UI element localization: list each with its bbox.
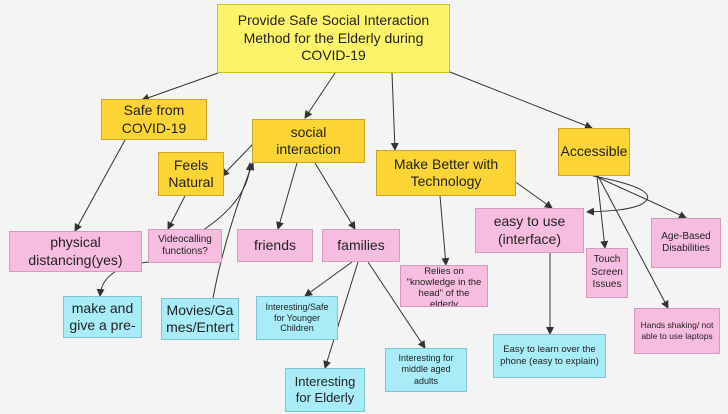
edge-root-social	[304, 72, 336, 119]
social-interaction-note[interactable]: social interaction	[252, 119, 365, 163]
tech-note[interactable]: Make Better with Technology	[376, 150, 516, 196]
social-interaction-text: social interaction	[276, 123, 341, 158]
edge-root-accessible	[449, 71, 593, 130]
interesting-elderly-text: Interesting for Elderly	[294, 373, 356, 405]
easy-to-use-text: easy to use (interface)	[493, 213, 566, 247]
easy-learn-note[interactable]: Easy to learn over the phone (easy to ex…	[493, 334, 606, 378]
movies-games-note[interactable]: Movies/Ga mes/Entert	[161, 298, 239, 340]
easy-to-use-note[interactable]: easy to use (interface)	[475, 208, 584, 253]
middle-aged-note[interactable]: Interesting for middle aged adults	[385, 348, 467, 392]
safe-covid-text: Safe from COVID-19	[121, 102, 187, 136]
relies-text: Relies on "knowledge in the head" of the…	[406, 266, 482, 307]
edge-tech-relies	[439, 195, 450, 266]
edge-social-natural	[221, 142, 255, 177]
physical-distancing-note[interactable]: physical distancing(yes)	[9, 231, 142, 272]
make-give-note[interactable]: make and give a pre-	[63, 296, 142, 338]
younger-children-note[interactable]: Interesting/Safe for Younger Children	[256, 296, 338, 340]
edge-accessible-age	[594, 175, 687, 219]
videocalling-text: Videocalling functions?	[158, 233, 212, 258]
physical-distancing-text: physical distancing(yes)	[28, 234, 123, 268]
families-text: families	[337, 236, 385, 253]
edge-tech-easy	[509, 177, 553, 209]
families-note[interactable]: families	[322, 229, 400, 262]
feels-natural-text: Feels Natural	[168, 156, 214, 191]
touch-screen-text: Touch Screen Issues	[591, 254, 623, 291]
hands-shaking-text: Hands shaking/ not able to use laptops	[640, 320, 714, 341]
safe-covid-note[interactable]: Safe from COVID-19	[101, 99, 207, 140]
edge-natural-video	[167, 195, 186, 230]
age-based-note[interactable]: Age-Based Disabilities	[651, 218, 721, 268]
touch-screen-note[interactable]: Touch Screen Issues	[586, 248, 628, 298]
younger-children-text: Interesting/Safe for Younger Children	[265, 301, 329, 334]
videocalling-note[interactable]: Videocalling functions?	[148, 229, 222, 263]
edge-safe-physical	[74, 139, 126, 232]
hands-shaking-note[interactable]: Hands shaking/ not able to use laptops	[634, 308, 720, 354]
middle-aged-text: Interesting for middle aged adults	[398, 353, 454, 386]
root-note[interactable]: Provide Safe Social Interaction Method f…	[217, 4, 450, 73]
make-give-text: make and give a pre-	[69, 300, 136, 333]
tech-text: Make Better with Technology	[393, 155, 499, 190]
feels-natural-note[interactable]: Feels Natural	[158, 152, 224, 196]
edge-social-families	[314, 162, 356, 230]
accessible-text: Accessible	[560, 143, 628, 160]
movies-games-text: Movies/Ga mes/Entert	[166, 302, 234, 335]
edge-root-tech	[390, 72, 399, 151]
accessible-note[interactable]: Accessible	[558, 128, 630, 176]
easy-learn-text: Easy to learn over the phone (easy to ex…	[500, 343, 599, 367]
edge-root-safe	[141, 72, 219, 102]
friends-note[interactable]: friends	[237, 229, 313, 262]
edge-accessible-easy	[586, 175, 649, 216]
age-based-text: Age-Based Disabilities	[661, 230, 711, 255]
friends-text: friends	[253, 236, 297, 253]
interesting-elderly-note[interactable]: Interesting for Elderly	[285, 368, 365, 412]
root-note-text: Provide Safe Social Interaction Method f…	[237, 12, 430, 64]
relies-note[interactable]: Relies on "knowledge in the head" of the…	[400, 265, 488, 307]
edge-social-friends	[276, 162, 298, 230]
edge-families-younger	[304, 261, 353, 297]
edge-accessible-touch	[596, 175, 609, 249]
